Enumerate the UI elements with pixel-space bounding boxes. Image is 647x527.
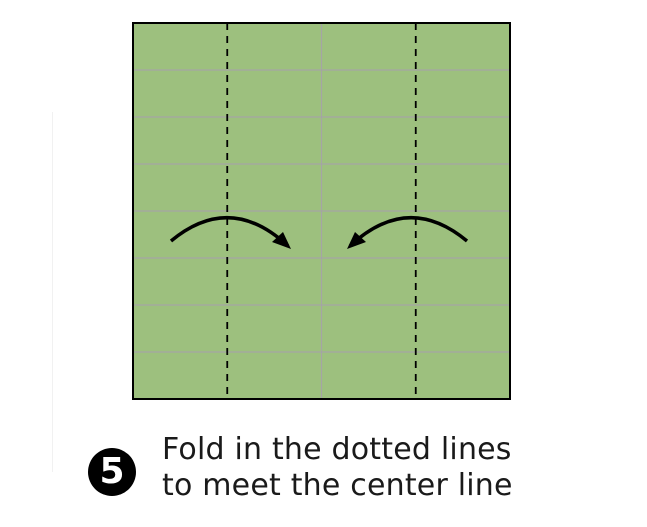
dotted-fold-lines xyxy=(226,23,417,399)
step-number-badge: 5 xyxy=(88,448,136,496)
page-margin-mark xyxy=(52,112,53,472)
arrowhead-left-icon xyxy=(347,232,366,249)
paper-border xyxy=(132,22,511,400)
curved-arrow-right-icon xyxy=(169,216,290,248)
instruction-line-2: to meet the center line xyxy=(162,468,513,503)
curved-arrow-left-icon xyxy=(348,216,469,248)
instruction-line-1: Fold in the dotted lines xyxy=(162,432,512,467)
step-instruction: Fold in the dotted lines to meet the cen… xyxy=(162,432,632,504)
crease-grid xyxy=(133,23,510,399)
arrowhead-right-icon xyxy=(272,232,291,249)
